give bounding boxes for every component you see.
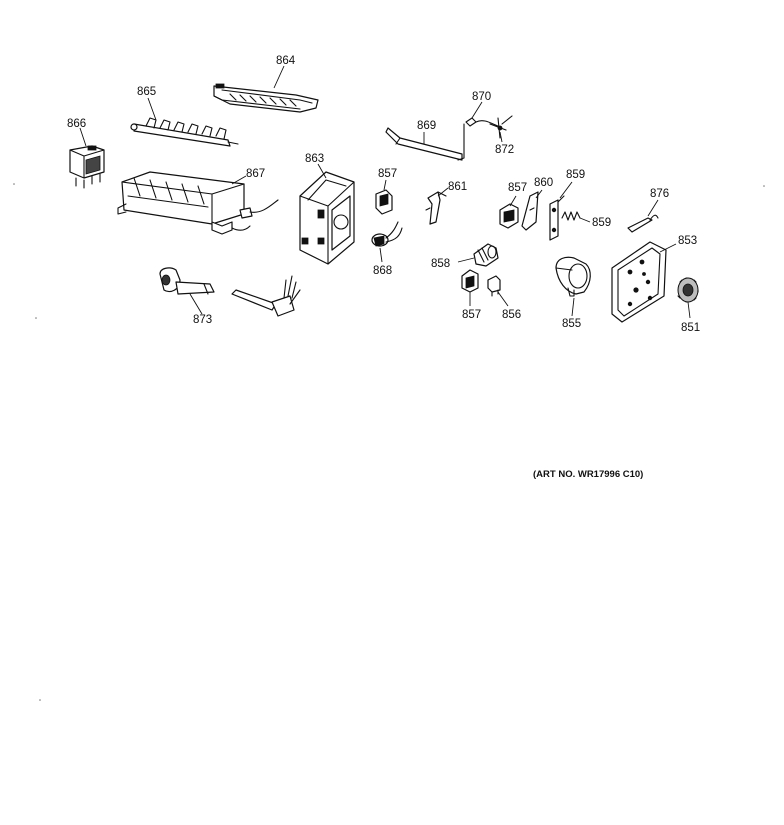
leader-856	[497, 291, 509, 307]
part-859-spring	[561, 211, 581, 221]
part-869-thermostat	[371, 221, 403, 247]
part-860-bracket	[549, 195, 565, 241]
callout-851: 851	[681, 322, 700, 334]
part-857-switch-bottom	[461, 269, 479, 293]
callout-872: 869	[417, 120, 436, 132]
callout-869: 868	[373, 265, 392, 277]
callout-868: 867	[246, 168, 265, 180]
callout-858: 858	[431, 258, 450, 270]
part-868-ice-mold	[117, 171, 279, 235]
part-857-switch-top	[375, 189, 393, 215]
leader-853	[659, 243, 677, 253]
callout-863: 861	[448, 181, 467, 193]
callout-857-top: 857	[378, 168, 397, 180]
leader-866	[147, 97, 157, 121]
scan-specks	[13, 183, 765, 701]
callout-labels: 864 865 866 867 863 869 870 872 857 861 …	[67, 55, 700, 334]
leader-861	[535, 189, 543, 199]
leader-873	[471, 101, 483, 119]
callout-857-right: 857	[508, 182, 527, 194]
leader-867	[79, 127, 87, 147]
part-863-contact	[425, 191, 447, 225]
part-870-fill-tube	[159, 267, 215, 295]
part-872-shutoff-arm	[385, 127, 463, 161]
part-875-clip	[489, 115, 513, 139]
part-866-ejector-blade	[130, 117, 239, 147]
leader-868	[231, 175, 247, 185]
part-858-motor	[473, 243, 499, 267]
callout-870: 873	[193, 314, 212, 326]
leader-860	[559, 181, 573, 199]
callout-856: 856	[502, 309, 521, 321]
leader-869	[379, 247, 383, 263]
part-876-clip	[627, 214, 659, 233]
leader-863	[437, 187, 449, 197]
callout-876: 876	[650, 188, 669, 200]
part-870-wiring-harness	[231, 275, 301, 317]
callout-864: 863	[305, 153, 324, 165]
part-856-connector	[487, 275, 501, 297]
leader-865	[273, 65, 285, 89]
callout-860: 859	[566, 169, 585, 181]
leader-870	[189, 293, 203, 315]
leader-857-right	[509, 195, 517, 207]
leader-851	[687, 301, 691, 319]
callout-873: 870	[472, 91, 491, 103]
callout-865: 864	[276, 55, 296, 67]
leader-855	[571, 297, 575, 317]
callout-861: 860	[534, 177, 553, 189]
part-855-timing-gear	[555, 256, 591, 297]
art-number: (ART NO. WR17996 C10)	[533, 469, 643, 480]
part-864-control-housing	[299, 171, 355, 265]
part-851-gear	[677, 277, 699, 303]
callout-875: 872	[495, 144, 514, 156]
callout-857-bottom: 857	[462, 309, 481, 321]
callout-866: 865	[137, 86, 156, 98]
part-857-switch-right	[499, 203, 519, 229]
callout-855: 855	[562, 318, 581, 330]
leader-859	[579, 217, 591, 223]
leader-857-top	[383, 179, 387, 191]
leader-875	[499, 131, 503, 143]
callout-853: 853	[678, 235, 697, 247]
part-853-mounting-plate	[611, 241, 667, 323]
leader-876	[647, 199, 659, 217]
callout-859: 859	[592, 217, 611, 229]
part-865-ejector-cover	[213, 83, 319, 113]
callout-867: 866	[67, 118, 86, 130]
leader-864	[317, 163, 327, 179]
leader-858	[457, 257, 475, 263]
part-873-shutoff-rod	[457, 117, 499, 161]
part-867-housing	[69, 145, 105, 189]
part-861-lever	[521, 191, 539, 231]
